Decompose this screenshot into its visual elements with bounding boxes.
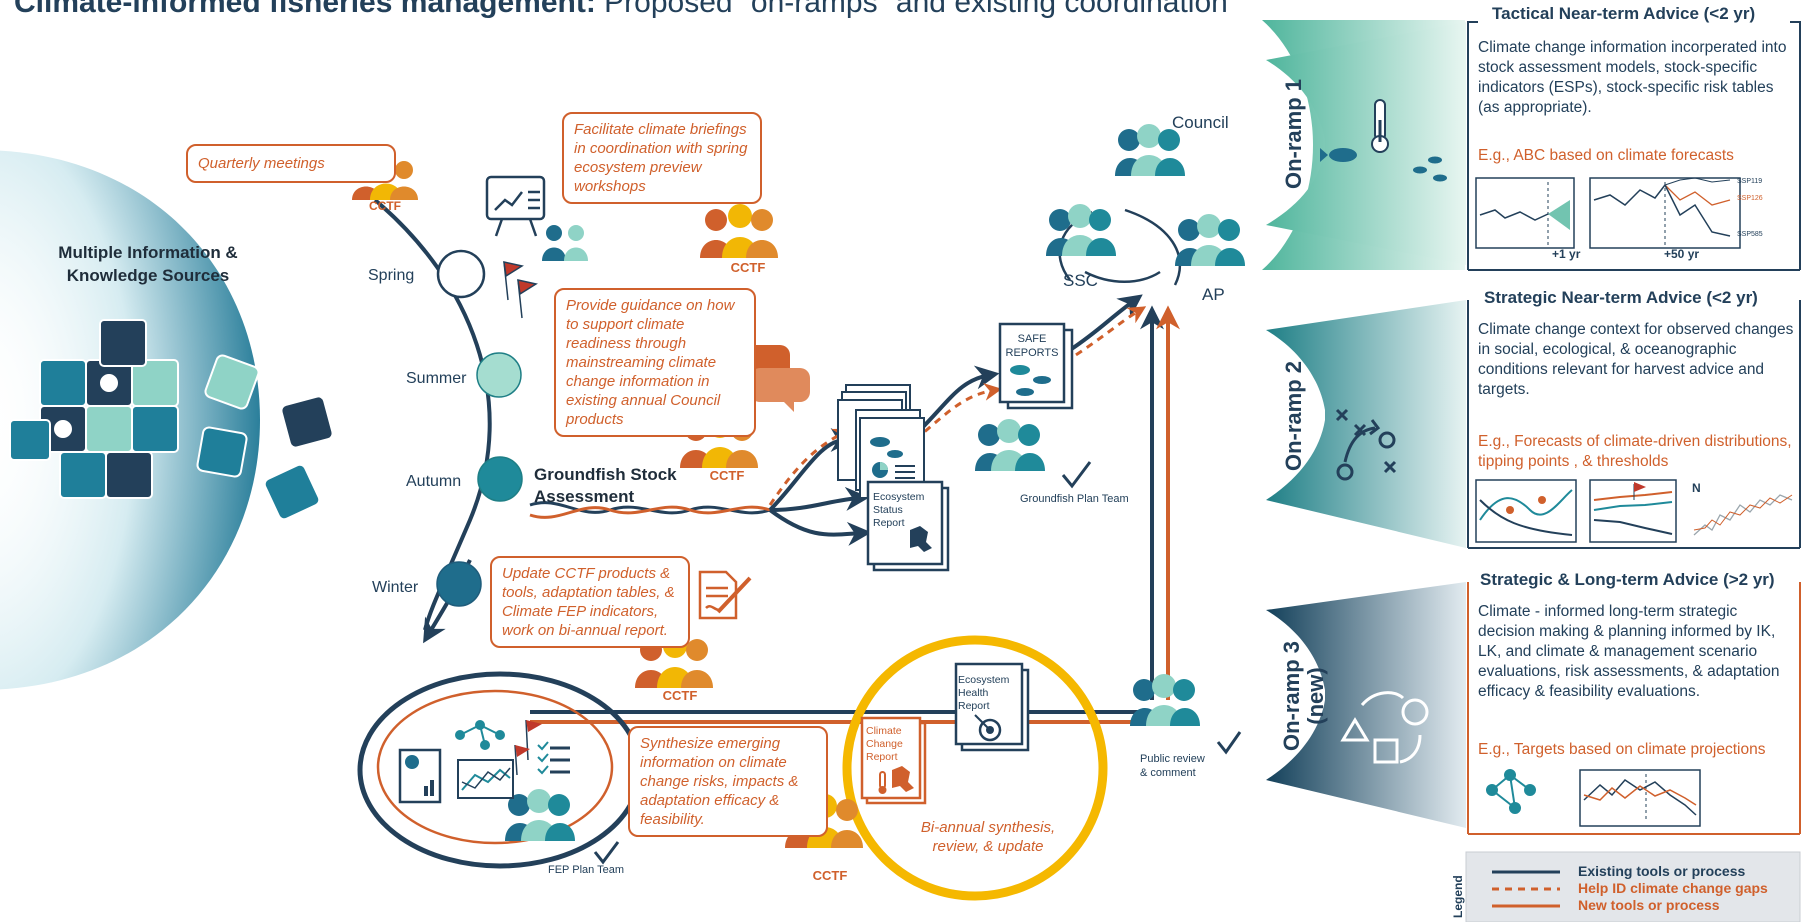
ccr-label-1: Climate [866,725,902,737]
cctf-label-3: CCTF [710,468,745,483]
winter-node [436,561,482,607]
groundfish-label-2: Assessment [534,487,635,506]
safe-reports-doc [998,322,1074,410]
ccr-label-3: Report [866,751,898,763]
panel-2-example: E.g., Forecasts of climate-driven distri… [1478,433,1792,470]
summer-node [476,352,522,398]
panel-3-body: Climate - informed long-term strategic d… [1478,603,1780,700]
council-label: Council [1172,113,1229,132]
fep-plan-team-label: FEP Plan Team [548,864,624,876]
document-pen-icon [698,570,752,620]
legend-new: New tools or process [1578,897,1720,913]
ehr-label-1: Ecosystem [958,674,1010,686]
biannual-label-2: review, & update [933,838,1044,855]
flag-icon [503,261,538,319]
climate-change-report-doc [860,716,927,805]
cctf-label-4: CCTF [663,688,698,703]
sources-label-1: Multiple Information & [58,243,237,262]
ssc-label: SSC [1063,271,1098,290]
quarterly-meetings-box: Quarterly meetings [186,144,396,183]
onramp-2-label: On-ramp 2 [1281,360,1306,472]
panel-1-title: Tactical Near-term Advice (<2 yr) [1486,4,1762,24]
summer-label: Summer [406,370,467,387]
ecosystem-status-report-doc [866,480,950,572]
funnel-shape-2 [1266,300,1466,548]
plus50-label: +50 yr [1664,247,1699,261]
thermometer-icon [1371,99,1389,153]
esr-label-3: Report [873,517,905,529]
climate-briefings-box: Facilitate climate briefings in coordina… [562,112,762,204]
funnel-shape-1 [1266,22,1466,265]
plus1-label: +1 yr [1552,247,1581,261]
spring-label: Spring [368,267,414,284]
onramp-3-label: On-ramp 3(new) [1279,640,1328,752]
funnel-shape-3 [1266,582,1466,828]
cctf-label-2: CCTF [731,260,766,275]
public-review-label-1: Public review [1140,753,1205,765]
ccr-label-2: Change [866,738,903,750]
biannual-label-1: Bi-annual synthesis, [921,819,1055,836]
legend-title: Legend [1451,875,1465,918]
safe-label-2: REPORTS [1006,347,1059,359]
plan-team-label: Groundfish Plan Team [1020,493,1129,505]
ssp585-label: SSP585 [1737,231,1763,238]
onramp-1-label: On-ramp 1 [1281,78,1306,190]
sources-label-2: Knowledge Sources [67,266,229,285]
spring-node [436,249,486,299]
cctf-label-5: CCTF [813,868,848,883]
shapes-cycle-icon [1340,691,1429,764]
update-products-box: Update CCTF products & tools, adaptation… [490,556,690,648]
panel-1-body: Climate change information incorperated … [1478,39,1787,116]
synthesize-box: Synthesize emerging information on clima… [628,726,828,837]
ecosystem-health-report-doc [954,662,1030,752]
panel-3-example: E.g., Targets based on climate projectio… [1478,741,1766,758]
cctf-label-1: CCTF [369,199,401,213]
ssp126-label: SSP126 [1737,195,1763,202]
groundfish-label-1: Groundfish Stock [534,465,677,484]
play-diagram-icon [1335,408,1397,481]
fep-contents-icons [398,719,570,804]
panel-2-title: Strategic Near-term Advice (<2 yr) [1478,288,1764,308]
ehr-label-3: Report [958,700,990,712]
panel-2-body: Climate change context for observed chan… [1478,321,1794,398]
panel-1-example: E.g., ABC based on climate forecasts [1478,147,1734,164]
safe-label-1: SAFE [1018,333,1047,345]
puzzle-pieces-icon [9,319,334,521]
guidance-box: Provide guidance on how to support clima… [554,288,756,437]
panel1-charts [1475,177,1741,249]
panel2-charts [1475,479,1796,543]
panel3-charts [1486,769,1701,827]
legend-existing: Existing tools or process [1578,863,1745,879]
fish-icon [1320,148,1447,182]
autumn-label: Autumn [406,473,461,490]
panel-3-title: Strategic & Long-term Advice (>2 yr) [1474,570,1781,590]
highlight-circle [842,635,1108,901]
assessment-braid [529,501,771,519]
public-review-label-2: & comment [1140,767,1196,779]
presentation-icon [485,175,546,237]
autumn-node [477,456,523,502]
esr-label-1: Ecosystem [873,491,925,503]
page-title: Climate-informed fisheries management: P… [14,0,1228,19]
north-label: N [1692,481,1701,495]
legend-box [1465,851,1801,922]
ssp119-label: SSP119 [1737,178,1762,185]
legend-gaps: Help ID climate change gaps [1578,880,1768,896]
ehr-label-2: Health [958,687,989,699]
stock-report-stack [837,384,925,499]
season-arc [373,198,492,631]
esr-label-2: Status [873,504,903,516]
winter-label: Winter [372,579,419,596]
ap-label: AP [1202,285,1225,304]
